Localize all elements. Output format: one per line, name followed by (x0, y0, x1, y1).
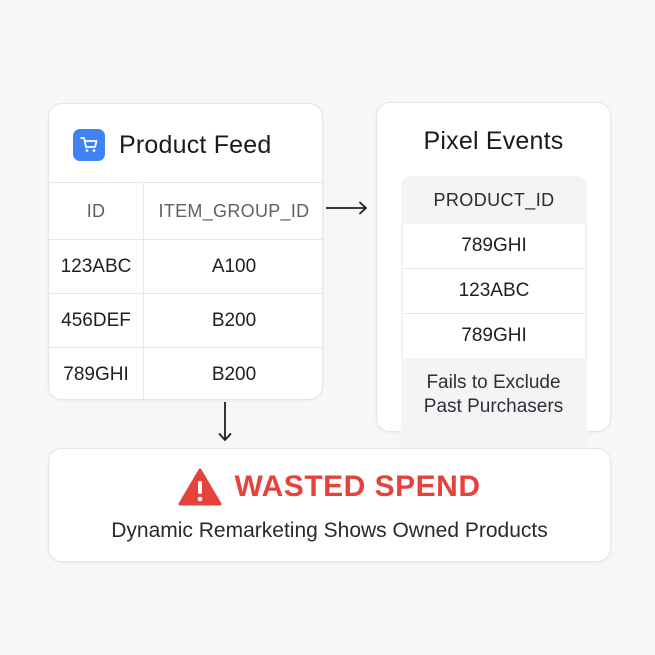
cell-id: 789GHI (49, 347, 144, 401)
product-feed-title: Product Feed (119, 130, 272, 159)
fail-note-line-1: Fails to Exclude (426, 372, 561, 393)
column-header-product-id: PRODUCT_ID (433, 189, 555, 210)
table-header-row: ID ITEM_GROUP_ID (49, 182, 324, 240)
cell-item-group-id: A100 (143, 239, 324, 294)
pixel-events-title: Pixel Events (423, 127, 564, 155)
table-row: 789GHI (403, 314, 585, 358)
fail-note-line-2: Past Purchasers (423, 396, 564, 417)
column-header-id: ID (49, 182, 144, 240)
fail-note: Fails to Exclude Past Purchasers (377, 371, 610, 419)
cart-icon (73, 129, 105, 161)
table-row: 456DEF B200 (49, 293, 324, 348)
down-arrow-icon (218, 402, 232, 441)
right-arrow-icon (326, 201, 367, 215)
wasted-spend-card: WASTED SPEND Dynamic Remarketing Shows O… (48, 448, 611, 562)
product-feed-header: Product Feed (73, 129, 272, 161)
warning-icon (178, 468, 222, 506)
column-header-item-group-id: ITEM_GROUP_ID (143, 182, 324, 240)
wasted-spend-subtitle: Dynamic Remarketing Shows Owned Products (111, 519, 548, 542)
product-feed-table: ID ITEM_GROUP_ID 123ABC A100 456DEF B200… (49, 182, 324, 401)
cell-id: 123ABC (49, 239, 144, 294)
table-row: 789GHI B200 (49, 347, 324, 401)
table-row: 123ABC A100 (49, 239, 324, 294)
wasted-spend-title: WASTED SPEND (234, 470, 481, 503)
cell-item-group-id: B200 (143, 293, 324, 348)
cell-item-group-id: B200 (143, 347, 324, 401)
table-row: 789GHI (403, 224, 585, 269)
cell-id: 456DEF (49, 293, 144, 348)
pixel-events-card: Pixel Events PRODUCT_ID 789GHI 123ABC 78… (376, 102, 611, 458)
table-row: 123ABC (403, 269, 585, 314)
wasted-spend-header: WASTED SPEND (49, 468, 610, 506)
pixel-events-table: PRODUCT_ID 789GHI 123ABC 789GHI (401, 176, 587, 458)
product-feed-card: Product Feed ID ITEM_GROUP_ID 123ABC A10… (48, 103, 324, 401)
